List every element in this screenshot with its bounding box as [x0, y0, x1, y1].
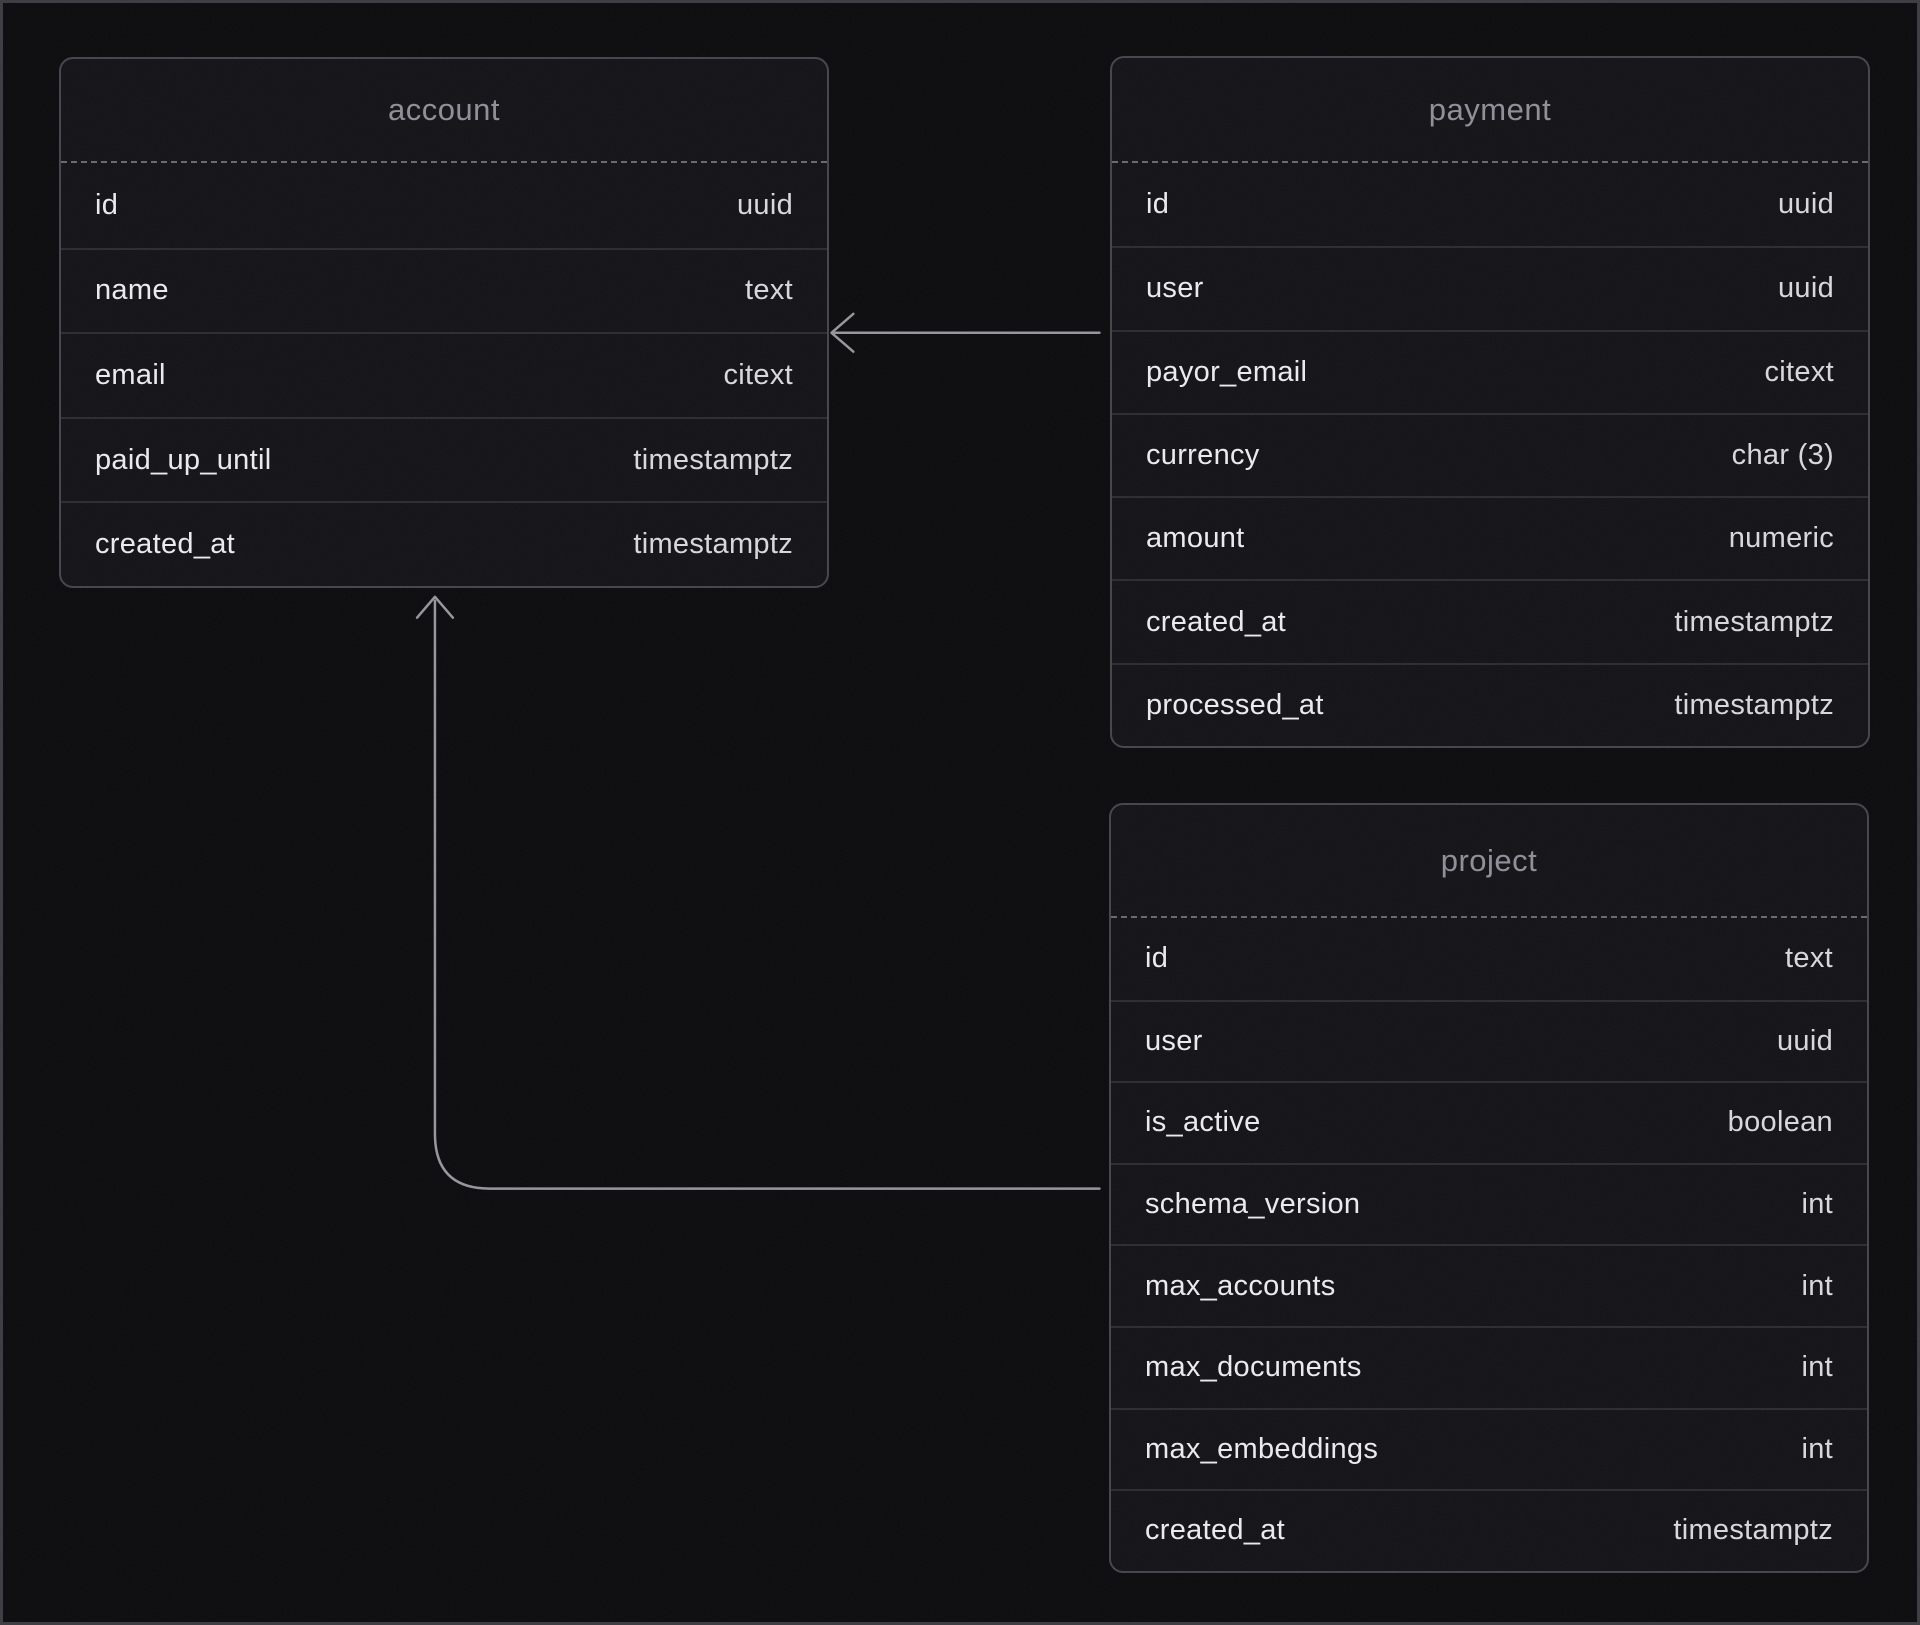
column-type: int [1801, 1351, 1833, 1384]
column-row[interactable]: max_accounts int [1111, 1244, 1867, 1326]
column-type: timestamptz [633, 528, 793, 561]
column-row[interactable]: email citext [61, 332, 827, 417]
column-row[interactable]: paid_up_until timestamptz [61, 416, 827, 502]
relationship-payment-account [830, 312, 1101, 353]
column-name: max_documents [1145, 1351, 1362, 1384]
column-row[interactable]: is_active boolean [1111, 1081, 1867, 1163]
table-title: project [1440, 842, 1538, 878]
column-name: user [1145, 1024, 1203, 1057]
column-name: currency [1146, 439, 1260, 472]
column-type: timestamptz [1674, 688, 1834, 721]
column-name: is_active [1145, 1106, 1261, 1139]
column-name: processed_at [1146, 688, 1324, 721]
column-type: int [1801, 1269, 1833, 1302]
column-type: int [1801, 1188, 1833, 1221]
column-name: id [1145, 942, 1169, 975]
column-name: created_at [95, 528, 236, 561]
column-row[interactable]: amount numeric [1112, 496, 1868, 579]
column-type: uuid [1777, 188, 1834, 221]
column-name: created_at [1146, 605, 1287, 638]
table-payment[interactable]: payment id uuid user uuid payor_email citext c… [1110, 56, 1870, 749]
table-header: project [1111, 805, 1867, 918]
column-type: citext [723, 358, 793, 391]
column-type: timestamptz [1674, 605, 1834, 638]
column-type: numeric [1728, 522, 1834, 555]
column-row[interactable]: max_embeddings int [1111, 1407, 1867, 1490]
column-name: payor_email [1146, 355, 1308, 388]
column-type: uuid [736, 188, 793, 221]
table-account[interactable]: account id uuid name text email citext paid_up… [59, 57, 829, 588]
column-name: name [95, 274, 169, 307]
table-header: account [61, 59, 827, 163]
column-row[interactable]: created_at timestamptz [1111, 1489, 1867, 1571]
column-name: email [95, 358, 166, 391]
table-title: payment [1428, 91, 1552, 127]
column-name: schema_version [1145, 1188, 1361, 1221]
column-type: timestamptz [633, 443, 793, 476]
column-name: user [1146, 272, 1204, 305]
column-row[interactable]: user uuid [1112, 246, 1868, 329]
column-type: boolean [1727, 1106, 1833, 1139]
table-title: account [387, 92, 501, 127]
column-type: char (3) [1731, 439, 1834, 472]
table-project[interactable]: project id text user uuid is_active boolean sc… [1109, 803, 1869, 1573]
column-name: created_at [1145, 1514, 1286, 1547]
column-name: amount [1146, 522, 1245, 555]
column-row[interactable]: payor_email citext [1112, 329, 1868, 413]
column-row[interactable]: name text [61, 247, 827, 333]
column-name: paid_up_until [95, 443, 272, 476]
column-row[interactable]: user uuid [1111, 999, 1867, 1082]
column-row[interactable]: schema_version int [1111, 1162, 1867, 1245]
column-name: id [1146, 188, 1170, 221]
table-header: payment [1112, 58, 1868, 163]
column-row[interactable]: created_at timestamptz [1112, 579, 1868, 662]
column-row[interactable]: id uuid [1112, 163, 1868, 246]
column-type: uuid [1776, 1024, 1833, 1057]
column-type: text [745, 274, 793, 307]
column-type: uuid [1777, 272, 1834, 305]
column-type: int [1801, 1432, 1833, 1465]
column-type: citext [1764, 355, 1834, 388]
column-row[interactable]: id text [1111, 918, 1867, 1000]
column-name: id [95, 188, 119, 221]
column-type: text [1785, 942, 1833, 975]
column-row[interactable]: id uuid [61, 163, 827, 248]
column-row[interactable]: currency char (3) [1112, 412, 1868, 496]
column-row[interactable]: max_documents int [1111, 1325, 1867, 1408]
column-type: timestamptz [1673, 1514, 1833, 1547]
column-row[interactable]: processed_at timestamptz [1112, 662, 1868, 746]
relationship-project-account [415, 595, 1101, 1190]
column-name: max_embeddings [1145, 1432, 1379, 1465]
table-rows: id text user uuid is_active boolean schema_ver… [1111, 918, 1867, 1571]
column-row[interactable]: created_at timestamptz [61, 501, 827, 586]
column-name: max_accounts [1145, 1269, 1336, 1302]
